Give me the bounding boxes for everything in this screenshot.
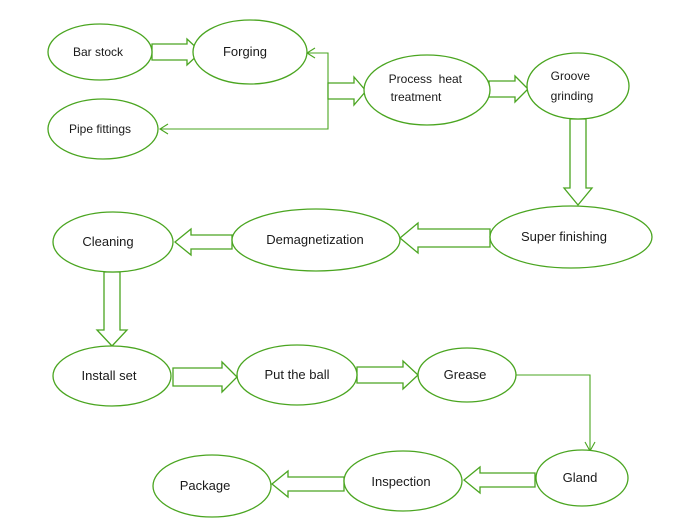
node-bar-stock: Bar stock bbox=[47, 23, 153, 81]
node-groove-grinding: Groove grinding bbox=[526, 52, 630, 120]
node-groove-grinding-line1: Groove bbox=[551, 69, 591, 83]
node-pipe-fittings-label: Pipe fittings bbox=[69, 122, 131, 136]
node-pipe-fittings: Pipe fittings bbox=[47, 98, 159, 160]
node-install-set-label: Install set bbox=[82, 368, 137, 383]
node-super-finishing: Super finishing bbox=[489, 205, 653, 269]
node-put-the-ball: Put the ball bbox=[236, 344, 358, 406]
node-process-heat-treatment: Process heat treatment bbox=[363, 54, 491, 126]
node-grease: Grease bbox=[417, 347, 517, 403]
node-groove-grinding-line2: grinding bbox=[551, 89, 594, 103]
node-grease-label: Grease bbox=[444, 367, 487, 382]
arrow-demagnetization-to-cleaning bbox=[173, 227, 233, 257]
node-bar-stock-label: Bar stock bbox=[73, 45, 124, 59]
node-package-label: Package bbox=[180, 478, 231, 493]
node-inspection-label: Inspection bbox=[371, 474, 430, 489]
node-process-heat-treatment-line2: treatment bbox=[391, 90, 442, 104]
node-super-finishing-label: Super finishing bbox=[521, 229, 607, 244]
node-forging-label: Forging bbox=[223, 44, 267, 59]
node-gland: Gland bbox=[535, 449, 629, 507]
arrow-cleaning-to-install-set bbox=[95, 271, 129, 347]
node-process-heat-treatment-label: Process heat treatment bbox=[389, 72, 466, 104]
arrow-inspection-to-package bbox=[270, 469, 345, 499]
node-forging: Forging bbox=[192, 19, 308, 85]
arrow-gland-to-inspection bbox=[462, 465, 536, 495]
arrow-put-the-ball-to-grease bbox=[356, 359, 419, 391]
node-inspection: Inspection bbox=[343, 450, 463, 512]
node-cleaning-label: Cleaning bbox=[82, 234, 133, 249]
arrow-super-finishing-to-demagnetization bbox=[398, 221, 491, 255]
node-groove-grinding-label: Groove grinding bbox=[551, 69, 594, 103]
node-demagnetization: Demagnetization bbox=[231, 208, 401, 272]
node-gland-label: Gland bbox=[563, 470, 598, 485]
node-package: Package bbox=[152, 454, 272, 518]
arrowhead-to-pipe-fittings bbox=[158, 123, 169, 135]
arrow-groove-grinding-to-super-finishing bbox=[562, 118, 594, 207]
node-demagnetization-label: Demagnetization bbox=[266, 232, 364, 247]
arrow-to-process-heat-treatment bbox=[327, 75, 367, 107]
node-process-heat-treatment-line1: Process heat bbox=[389, 72, 463, 86]
arrow-install-set-to-put-the-ball bbox=[172, 360, 238, 394]
node-install-set: Install set bbox=[52, 345, 172, 407]
arrow-heat-treatment-to-groove-grinding bbox=[488, 74, 529, 104]
node-put-the-ball-label: Put the ball bbox=[264, 367, 329, 382]
connector-grease-to-gland bbox=[516, 374, 591, 450]
node-cleaning: Cleaning bbox=[52, 211, 174, 273]
